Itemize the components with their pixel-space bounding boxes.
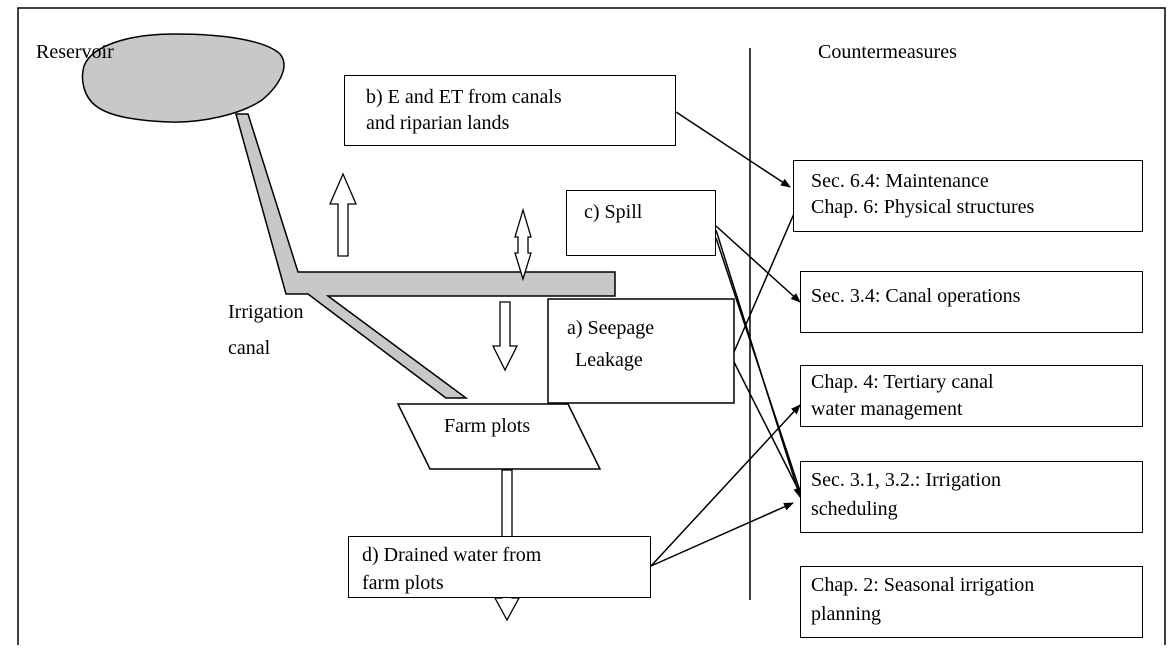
connector-evaporation-maintenance — [675, 111, 791, 188]
drained-label-line2: farm plots — [362, 572, 444, 594]
maintenance-box: Sec. 6.4: Maintenance Chap. 6: Physical … — [793, 160, 1143, 232]
seepage-box — [547, 298, 735, 404]
evaporation-box: b) E and ET from canals and riparian lan… — [344, 75, 676, 146]
countermeasures-header: Countermeasures — [818, 41, 957, 63]
seepage-arrow-icon — [491, 301, 519, 372]
canal-operations-box: Sec. 3.4: Canal operations — [800, 271, 1143, 333]
maintenance-label-line1: Sec. 6.4: Maintenance — [811, 170, 989, 192]
farm-plots-shape — [396, 403, 602, 470]
scheduling-box: Sec. 3.1, 3.2.: Irrigation scheduling — [800, 461, 1143, 533]
scheduling-label-line1: Sec. 3.1, 3.2.: Irrigation — [811, 469, 1001, 491]
evaporation-arrow-icon — [329, 172, 357, 257]
seepage-label-line2: Leakage — [575, 349, 643, 371]
tertiary-label-line2: water management — [811, 398, 963, 420]
irrigation-canal-label-line1: Irrigation — [228, 301, 304, 323]
seasonal-label-line1: Chap. 2: Seasonal irrigation — [811, 574, 1035, 596]
maintenance-label-line2: Chap. 6: Physical structures — [811, 196, 1035, 218]
connector-seepage-scheduling — [733, 361, 803, 498]
tertiary-box: Chap. 4: Tertiary canal water management — [800, 365, 1143, 427]
irrigation-canal-shape — [235, 113, 616, 399]
spill-arrow-icon — [514, 207, 532, 282]
drained-water-box: d) Drained water from farm plots — [348, 536, 651, 598]
reservoir-shape — [81, 33, 285, 123]
irrigation-canal-label-line2: canal — [228, 337, 271, 359]
canal-operations-label: Sec. 3.4: Canal operations — [811, 285, 1021, 307]
figure-frame — [17, 7, 1166, 645]
spill-label: c) Spill — [584, 201, 643, 223]
seepage-label-line1: a) Seepage — [567, 317, 655, 339]
scheduling-label-line2: scheduling — [811, 498, 898, 520]
evaporation-label-line2: and riparian lands — [366, 112, 510, 134]
connector-spill-scheduling-b — [715, 237, 803, 498]
spill-box: c) Spill — [566, 190, 716, 256]
seasonal-label-line2: planning — [811, 603, 881, 625]
tertiary-label-line1: Chap. 4: Tertiary canal — [811, 371, 994, 393]
reservoir-header: Reservoir — [36, 41, 114, 63]
evaporation-label-line1: b) E and ET from canals — [366, 86, 562, 108]
drained-label-line1: d) Drained water from — [362, 544, 542, 566]
connector-drained-scheduling — [650, 502, 794, 567]
seasonal-planning-box: Chap. 2: Seasonal irrigation planning — [800, 566, 1143, 638]
farm-plots-label: Farm plots — [444, 415, 531, 437]
connector-spill-canal-operations — [715, 225, 801, 303]
connector-drained-tertiary — [650, 404, 801, 567]
